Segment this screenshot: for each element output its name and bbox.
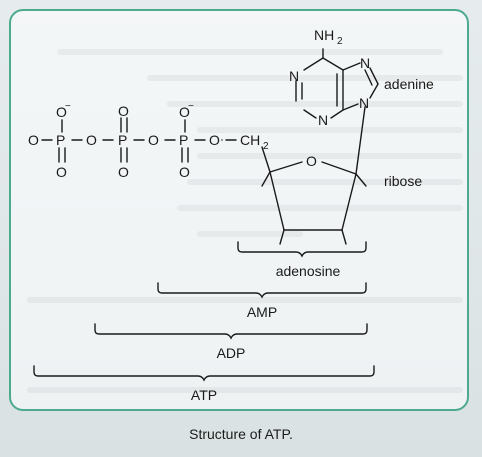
bond (364, 69, 373, 86)
label-amp: AMP (247, 304, 277, 320)
atp-bracket (33, 365, 375, 382)
atom-nh2-sub: 2 (337, 36, 343, 47)
ribose-ring (269, 161, 303, 173)
bond (342, 62, 361, 71)
atom-o-bottom3: O (179, 164, 190, 180)
bond (342, 103, 359, 111)
atom-ribose-o: O (306, 153, 317, 169)
bond (322, 57, 344, 71)
atom-o-top2: O (118, 103, 129, 119)
atom-nh2: NH (314, 27, 334, 43)
bond (321, 161, 357, 175)
atom-ch2-sub: 2 (263, 141, 269, 152)
bond (279, 229, 285, 245)
atom-p3: P (179, 132, 188, 148)
label-atp: ATP (191, 387, 217, 403)
figure-caption: Structure of ATP. (189, 426, 293, 442)
bond (261, 146, 271, 173)
atom-o-terminal: O (28, 132, 39, 148)
atom-n1: N (289, 68, 299, 84)
atom-o-bottom1: O (56, 164, 67, 180)
label-adp: ADP (217, 345, 246, 361)
label-adenosine: adenosine (276, 263, 341, 279)
atom-p2: P (118, 132, 127, 148)
bond (341, 229, 347, 245)
atom-o-top3: O (179, 104, 190, 120)
atom-o-bridge1: O (86, 132, 97, 148)
atom-n3: N (318, 112, 328, 128)
atom-n7: N (360, 55, 370, 71)
atom-n9: N (359, 95, 369, 111)
bond (341, 173, 357, 231)
bond (369, 83, 379, 99)
atom-o-bottom2: O (118, 164, 129, 180)
atom-p1: P (56, 132, 65, 148)
bond (269, 171, 285, 231)
atom-ch2: CH (240, 132, 260, 148)
label-ribose: ribose (384, 173, 422, 189)
bond (261, 171, 271, 187)
bond (303, 109, 317, 119)
amp-bracket (157, 282, 367, 299)
bond (330, 109, 344, 119)
atom-o-bridge2: O (148, 132, 159, 148)
atom-o-bridge3: O (209, 132, 220, 148)
label-adenine: adenine (384, 76, 434, 92)
atom-o-top1: O (56, 104, 67, 120)
diagram-frame (9, 9, 469, 411)
bond (355, 173, 367, 187)
adp-bracket (94, 323, 368, 340)
bond (369, 67, 379, 85)
bond (303, 57, 324, 71)
bond (355, 106, 366, 175)
charge-minus-3: − (188, 101, 194, 112)
adenosine-bracket (237, 241, 367, 258)
charge-minus-1: − (65, 101, 71, 112)
